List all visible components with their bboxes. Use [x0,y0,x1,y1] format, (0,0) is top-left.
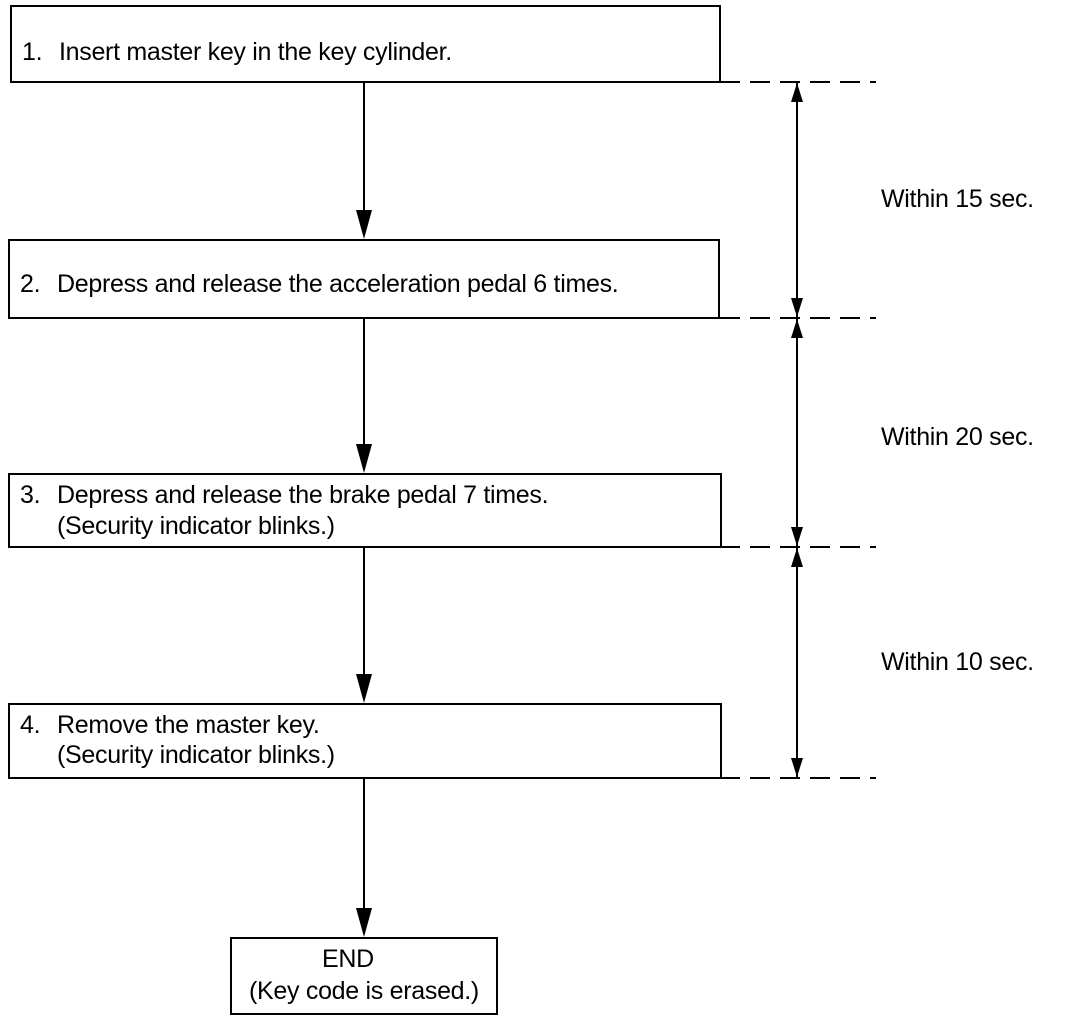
end-title: END [322,945,374,973]
step-1-number: 1. [22,38,43,66]
end-box: END (Key code is erased.) [230,937,498,1015]
step-2-number: 2. [20,270,41,298]
flow-arrowhead-to-step-4 [356,674,372,703]
timing-arrowhead-20-down [791,527,803,546]
step-4-number: 4. [20,711,41,739]
step-4-box: 4. Remove the master key. (Security indi… [8,703,722,779]
step-4-note: (Security indicator blinks.) [57,741,335,769]
timing-arrowhead-10-up [791,548,803,567]
timing-arrowhead-15-down [791,298,803,317]
step-2-text: Depress and release the acceleration ped… [57,270,619,298]
step-2-box: 2. Depress and release the acceleration … [8,239,720,319]
timing-label-10-sec: Within 10 sec. [881,648,1034,676]
step-3-number: 3. [20,481,41,509]
step-1-text: Insert master key in the key cylinder. [59,38,452,66]
timing-label-15-sec: Within 15 sec. [881,185,1034,213]
step-4-text: Remove the master key. [57,711,320,739]
step-3-note: (Security indicator blinks.) [57,512,335,540]
timing-arrowhead-15-up [791,83,803,102]
timing-label-20-sec: Within 20 sec. [881,423,1034,451]
step-3-box: 3. Depress and release the brake pedal 7… [8,473,722,548]
timing-arrowhead-20-up [791,319,803,338]
step-3-text: Depress and release the brake pedal 7 ti… [57,481,549,509]
timing-arrowhead-10-down [791,758,803,777]
end-note: (Key code is erased.) [249,977,479,1005]
flow-arrowhead-to-step-3 [356,444,372,473]
flow-arrowhead-to-step-2 [356,210,372,239]
step-1-box: 1. Insert master key in the key cylinder… [10,5,721,83]
flow-arrowhead-to-end [356,908,372,937]
